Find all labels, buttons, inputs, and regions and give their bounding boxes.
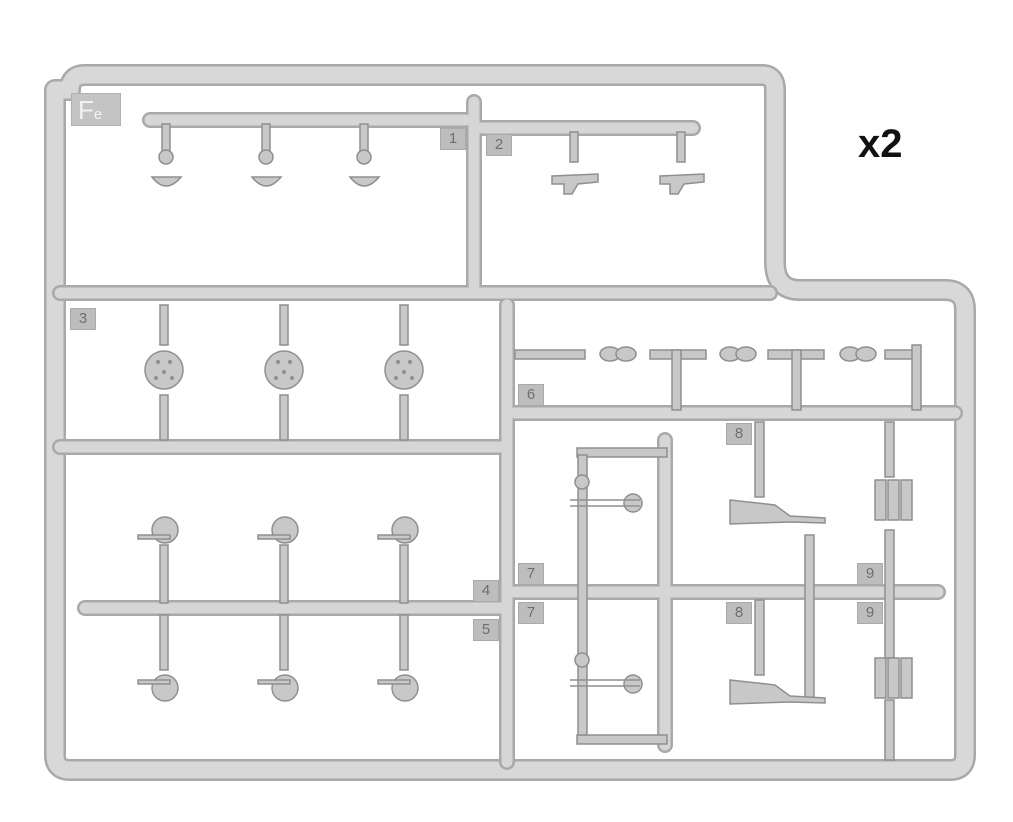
part-number-5: 5 bbox=[473, 619, 499, 641]
part-group-magazines bbox=[874, 421, 913, 761]
part-number-8b: 8 bbox=[726, 602, 752, 624]
part-group-weapon-parts bbox=[729, 421, 826, 705]
quantity-label: x2 bbox=[858, 122, 903, 166]
part-group-goggles bbox=[514, 344, 922, 411]
part-number-7b: 7 bbox=[518, 602, 544, 624]
part-number-9b: 9 bbox=[857, 602, 883, 624]
part-number-2: 2 bbox=[486, 134, 512, 156]
part-number-4: 4 bbox=[473, 580, 499, 602]
part-number-8a: 8 bbox=[726, 423, 752, 445]
part-group-gear-parts bbox=[137, 516, 419, 702]
part-number-9a: 9 bbox=[857, 563, 883, 585]
sprue-runners bbox=[52, 94, 963, 770]
part-number-1: 1 bbox=[440, 128, 466, 150]
part-number-3: 3 bbox=[70, 308, 96, 330]
sprue-code-suffix: e bbox=[93, 106, 103, 123]
part-group-round-parts bbox=[144, 304, 424, 441]
part-group-helmets bbox=[150, 123, 381, 187]
part-number-6: 6 bbox=[518, 384, 544, 406]
sprue-code-label: Fe bbox=[71, 93, 121, 126]
part-group-pistols bbox=[551, 131, 705, 195]
part-group-straps bbox=[570, 447, 668, 745]
sprue-code-letter: F bbox=[78, 95, 94, 125]
part-number-7a: 7 bbox=[518, 563, 544, 585]
